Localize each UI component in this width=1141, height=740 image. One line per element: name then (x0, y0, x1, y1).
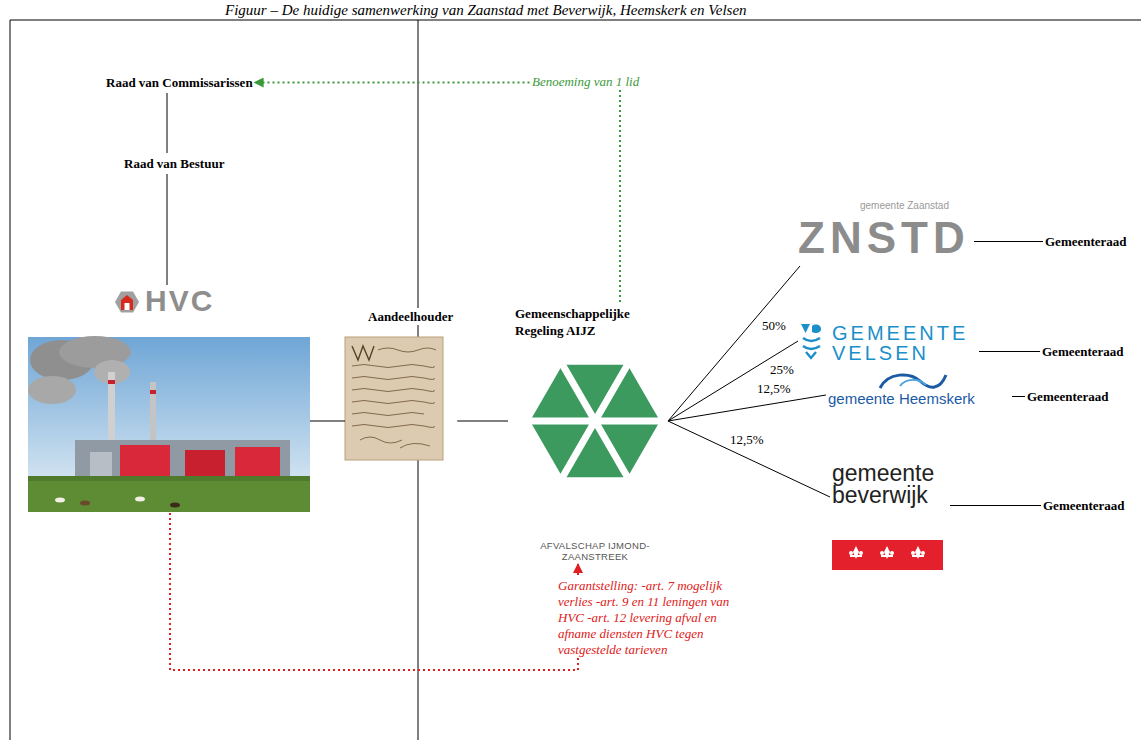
edge-label: 12,5% (728, 432, 766, 447)
building-block (235, 447, 280, 478)
node-text: HVC (145, 285, 214, 317)
hvc-logo-icon (115, 292, 139, 313)
logo-house (121, 295, 133, 310)
edge-label: Garantstelling: -art. 7 mogelijk verlies… (556, 578, 740, 658)
deed-document (345, 337, 443, 460)
figure-caption: Figuur – De huidige samenwerking van Zaa… (225, 2, 747, 19)
node-text: gemeente Zaanstad (860, 200, 949, 212)
edge-label: 25% (768, 362, 796, 377)
logo-hexagon (530, 365, 660, 478)
node-text: Gemeenteraad (1042, 343, 1124, 360)
logo-swirl (900, 380, 926, 386)
logo-swirl (880, 375, 946, 388)
board-label: Raad van Bestuur (122, 153, 226, 174)
council-label: Gemeenteraad (1040, 341, 1126, 362)
board-label: Raad van Commissarissen (104, 72, 255, 93)
frame-line (10, 20, 1141, 21)
building-block (90, 452, 112, 478)
edge-label: 50% (760, 318, 788, 333)
connector-line (979, 351, 1040, 352)
council-label: Gemeenteraad (1043, 231, 1129, 252)
cow (135, 497, 145, 502)
node-text: Raad van Commissarissen (106, 74, 253, 91)
icon-shape (812, 325, 821, 333)
logo-hexagon (115, 292, 139, 313)
connector-line (167, 93, 168, 153)
flourish (352, 346, 374, 360)
building (75, 440, 290, 480)
beverwijk-bar (832, 540, 943, 570)
parchment (345, 337, 443, 460)
treeline (28, 476, 310, 481)
edge-label: 12,5% (755, 381, 793, 396)
node-text: GEMEENTE VELSEN (832, 323, 977, 363)
connector-line (668, 266, 800, 421)
chimney-band (108, 380, 115, 384)
heemskerk-logo (880, 375, 946, 388)
municipality-logo: gemeente ZaanstadZNSTD (798, 200, 974, 266)
node-text: Aandeelhouder (366, 308, 455, 325)
council-label: Gemeenteraad (1041, 495, 1127, 516)
icon-shape (801, 324, 810, 333)
plant-photo (28, 336, 310, 512)
connector-line (668, 421, 830, 497)
edge-label: Benoeming van 1 lid (530, 74, 641, 89)
chimney-band (150, 390, 156, 394)
node-text: Raad van Bestuur (124, 155, 224, 172)
velsen-icon (801, 324, 821, 358)
node-text: Gemeenschappelijke Regeling AIJZ (515, 305, 655, 339)
connector-line (1012, 396, 1025, 397)
lily (859, 551, 863, 555)
node-text: Gemeenteraad (1043, 497, 1125, 514)
node-text: gemeente beverwijk (832, 462, 948, 506)
logo-gaps (530, 365, 660, 478)
node-text: ZNSTD (798, 214, 970, 262)
connector-line (457, 421, 508, 422)
icon-shape (803, 338, 820, 358)
sky (28, 337, 310, 487)
connector-line (310, 421, 345, 422)
cow (55, 498, 65, 503)
lily (911, 551, 915, 555)
connector-line (950, 505, 1041, 506)
company-node: HVC (28, 285, 310, 513)
council-label: Gemeenteraad (1025, 386, 1111, 407)
shareholder-node: Aandeelhouder (345, 308, 457, 460)
lily (921, 551, 925, 555)
node-text: Gemeenteraad (1027, 388, 1109, 405)
lily (853, 546, 921, 559)
lily (880, 551, 884, 555)
lily (890, 551, 894, 555)
red-bar (832, 540, 943, 570)
municipality-logo: gemeente Heemskerk (826, 372, 1012, 416)
connector-line (668, 395, 826, 421)
cow (170, 503, 180, 508)
connector-line (668, 341, 798, 421)
handwriting (352, 348, 436, 448)
frame-line (10, 20, 11, 740)
dotted-connector (170, 513, 578, 670)
connector-line (167, 174, 168, 285)
cow (80, 501, 90, 506)
municipality-logo: GEMEENTE VELSEN (798, 320, 979, 366)
lily (850, 555, 924, 557)
joint-arrangement-node: Gemeenschappelijke Regeling AIJZ AFVALSCH… (508, 302, 668, 564)
building-block (185, 450, 225, 478)
node-text: Gemeenteraad (1045, 233, 1127, 250)
node-text: AFVALSCHAP IJMOND-ZAANSTREEK (535, 540, 655, 562)
lily (849, 551, 853, 555)
field (28, 478, 310, 512)
smoke (28, 376, 76, 404)
dotted-connector (255, 83, 620, 303)
municipality-logo: gemeente beverwijk (830, 462, 950, 574)
building-block (120, 445, 170, 478)
aijz-logo (530, 365, 660, 478)
connector-line (974, 241, 1043, 242)
logo-door (125, 303, 130, 310)
node-text: gemeente Heemskerk (828, 390, 975, 408)
